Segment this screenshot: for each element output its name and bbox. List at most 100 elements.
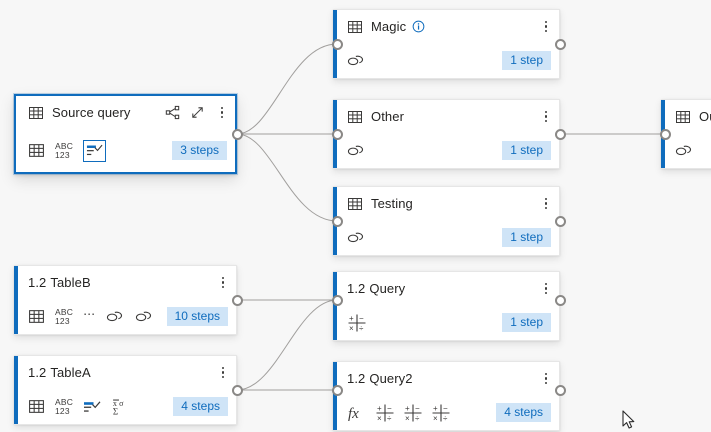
node-magic[interactable]: Magic 1 step <box>333 9 560 79</box>
port-magic-output[interactable] <box>554 38 566 50</box>
port-other-input[interactable] <box>331 128 343 140</box>
node-header: Source query <box>16 96 235 129</box>
steps-badge[interactable]: 1 step <box>502 228 551 247</box>
table-icon <box>28 105 44 121</box>
steps-badge[interactable]: 1 step <box>502 141 551 160</box>
fx-icon: fx <box>347 404 367 422</box>
node-header: Magic <box>333 10 559 43</box>
more-options-icon[interactable] <box>539 372 553 385</box>
table-icon <box>28 142 45 159</box>
edge-tablea-to-query <box>236 299 338 391</box>
link-icon <box>347 143 366 158</box>
filter-check-icon[interactable] <box>83 139 107 162</box>
node-title: Output <box>699 109 711 124</box>
node-header: 1.2 TableA <box>14 356 236 389</box>
node-accent-bar <box>333 362 337 430</box>
more-options-icon[interactable] <box>216 366 230 379</box>
svg-text:÷: ÷ <box>443 414 448 423</box>
svg-text:×: × <box>405 414 410 423</box>
node-query[interactable]: 1.2 Query + − × ÷ 1 step <box>333 271 560 341</box>
node-title: Testing <box>371 196 413 211</box>
link-icon <box>347 230 366 245</box>
svg-text:÷: ÷ <box>387 414 392 423</box>
steps-badge[interactable]: 1 step <box>502 51 551 70</box>
svg-text:fx: fx <box>348 406 359 422</box>
svg-text:÷: ÷ <box>359 324 364 333</box>
mouse-cursor <box>622 410 635 429</box>
more-options-icon[interactable] <box>539 282 553 295</box>
steps-badge[interactable]: 4 steps <box>173 397 228 416</box>
more-options-icon[interactable] <box>215 106 229 119</box>
svg-text:×: × <box>433 414 438 423</box>
port-output-input[interactable] <box>659 128 671 140</box>
node-header: Output <box>661 100 711 133</box>
steps-badge[interactable]: 1 step <box>502 313 551 332</box>
more-steps-icon[interactable]: ⋯ <box>83 306 97 321</box>
steps-badge[interactable]: 3 steps <box>172 141 227 160</box>
node-body: fx + − × ÷ <box>333 395 559 430</box>
math-operations-icon: + − × ÷ <box>431 403 451 423</box>
expand-icon[interactable] <box>190 105 205 120</box>
node-body: 1 step <box>333 220 559 255</box>
node-title: TableA <box>50 365 91 380</box>
svg-text:×: × <box>377 414 382 423</box>
more-options-icon[interactable] <box>216 276 230 289</box>
node-body: + − × ÷ 1 step <box>333 305 559 340</box>
node-accent-bar <box>14 356 18 424</box>
link-icon <box>347 53 366 68</box>
port-tablea-output[interactable] <box>231 384 243 396</box>
svg-text:−: − <box>387 404 392 413</box>
math-operations-icon: + − × ÷ <box>347 313 367 333</box>
node-title-prefix: 1.2 <box>28 365 47 380</box>
math-operations-icon: + − × ÷ <box>403 403 423 423</box>
svg-text:−: − <box>443 404 448 413</box>
port-query-output[interactable] <box>554 294 566 306</box>
table-icon <box>347 109 363 125</box>
svg-text:x: x <box>113 399 117 408</box>
svg-text:+: + <box>433 404 438 413</box>
math-operations-icon: + − × ÷ <box>375 403 395 423</box>
port-testing-output[interactable] <box>554 215 566 227</box>
node-body <box>661 133 711 168</box>
edge-source-query-to-testing <box>236 133 338 222</box>
node-body: 1 step <box>333 133 559 168</box>
port-source-query-output[interactable] <box>231 128 243 140</box>
node-source-query[interactable]: Source query <box>14 94 237 174</box>
svg-text:+: + <box>377 404 382 413</box>
node-body: 1 step <box>333 43 559 78</box>
node-title: Other <box>371 109 405 124</box>
port-query2-output[interactable] <box>554 384 566 396</box>
svg-text:+: + <box>405 404 410 413</box>
svg-text:σ: σ <box>119 399 124 408</box>
port-tableb-output[interactable] <box>231 294 243 306</box>
more-options-icon[interactable] <box>539 197 553 210</box>
share-icon[interactable] <box>165 105 180 120</box>
port-other-output[interactable] <box>554 128 566 140</box>
node-other[interactable]: Other 1 step <box>333 99 560 169</box>
svg-text:×: × <box>349 324 354 333</box>
node-title-prefix: 1.2 <box>347 281 366 296</box>
table-icon <box>347 19 363 35</box>
port-query-input[interactable] <box>331 294 343 306</box>
node-testing[interactable]: Testing 1 step <box>333 186 560 256</box>
port-magic-input[interactable] <box>331 38 343 50</box>
info-icon[interactable] <box>412 20 425 33</box>
table-icon <box>28 398 45 415</box>
port-query2-input[interactable] <box>331 384 343 396</box>
more-options-icon[interactable] <box>539 110 553 123</box>
node-query2[interactable]: 1.2 Query2 fx + − × <box>333 361 560 431</box>
node-accent-bar <box>14 266 18 334</box>
steps-badge[interactable]: 10 steps <box>166 307 228 326</box>
steps-badge[interactable]: 4 steps <box>496 403 551 422</box>
node-title: Magic <box>371 19 407 34</box>
port-testing-input[interactable] <box>331 215 343 227</box>
more-options-icon[interactable] <box>539 20 553 33</box>
